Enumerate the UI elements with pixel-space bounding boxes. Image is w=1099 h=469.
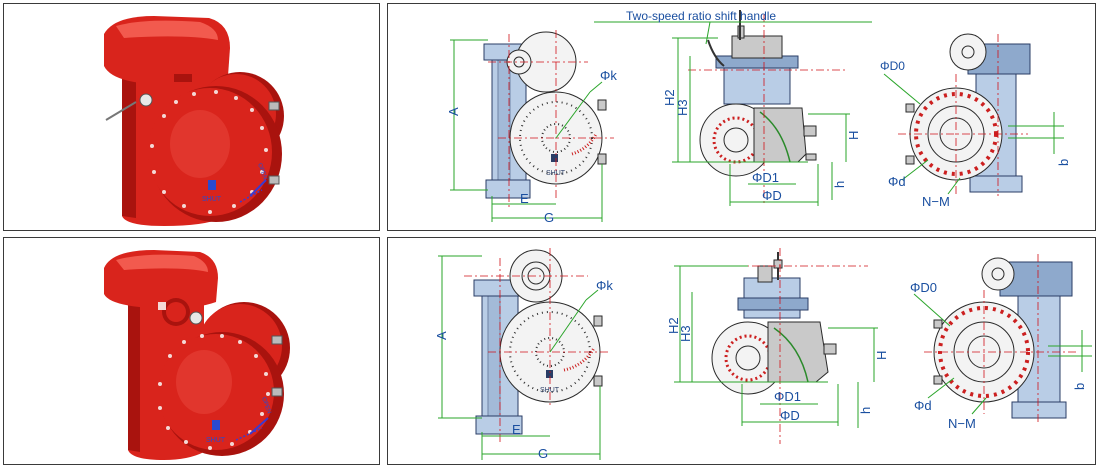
dimension-drawing-panel-top: A Φk E G SHUT bbox=[387, 3, 1096, 231]
disc-bolts bbox=[150, 90, 268, 214]
dim-phiD0-label: ΦD0 bbox=[910, 280, 937, 295]
front-view-top: A Φk E G SHUT bbox=[446, 30, 617, 225]
dim-G-label: G bbox=[544, 210, 554, 225]
dim-b-label: b bbox=[1056, 159, 1071, 166]
dim-h-label: h bbox=[858, 407, 873, 414]
dimension-drawing-top: A Φk E G SHUT bbox=[446, 9, 1071, 225]
dimension-drawing-panel-bottom: A Φk E G SHUT bbox=[387, 237, 1096, 465]
dim-E-label: E bbox=[520, 191, 529, 206]
dim-phiD1-label: ΦD1 bbox=[774, 389, 801, 404]
dim-H3-label: H3 bbox=[675, 99, 690, 116]
dim-H2-label: H2 bbox=[666, 317, 681, 334]
dim-A-label: A bbox=[446, 107, 461, 116]
dim-phiD0-label: ΦD0 bbox=[880, 59, 905, 73]
actuator-photo-panel-bottom: SHUT OPEN bbox=[3, 237, 380, 465]
dim-phiD-label: ΦD bbox=[762, 188, 782, 203]
actuator-photo-panel-top: SHUT OPEN bbox=[3, 3, 380, 231]
dim-h-label: h bbox=[832, 181, 847, 188]
front-view-bottom: A Φk E G SHUT bbox=[434, 248, 613, 461]
dim-phik-label: Φk bbox=[596, 278, 613, 293]
side-view-bottom: H2 H3 H h ΦD1 ΦD bbox=[666, 248, 889, 444]
dim-phik-label: Φk bbox=[600, 68, 617, 83]
dim-H-label: H bbox=[846, 131, 861, 140]
dimension-drawing-bottom: A Φk E G SHUT bbox=[434, 248, 1092, 461]
dim-G-label: G bbox=[538, 446, 548, 461]
top-view-top: ΦD0 Φd N−M b bbox=[880, 33, 1071, 209]
dim-E-label: E bbox=[512, 422, 521, 437]
dim-NM-label: N−M bbox=[948, 416, 976, 431]
shut-marking: SHUT bbox=[202, 196, 222, 203]
side-view-top: Two-speed ratio shift handle H2 H3 H h Φ… bbox=[594, 9, 872, 206]
dim-H-label: H bbox=[874, 351, 889, 360]
actuator-render-top: SHUT OPEN bbox=[104, 16, 284, 226]
position-indicator bbox=[208, 180, 216, 190]
shift-handle-callout: Two-speed ratio shift handle bbox=[626, 9, 776, 23]
dim-b-label: b bbox=[1072, 383, 1087, 390]
dim-A-label: A bbox=[434, 331, 449, 340]
top-view-bottom: ΦD0 Φd N−M b bbox=[910, 254, 1092, 431]
drawing-shut-marking: SHUT bbox=[546, 170, 566, 177]
dim-phiD1-label: ΦD1 bbox=[752, 170, 779, 185]
dim-NM-label: N−M bbox=[922, 194, 950, 209]
dim-phid-label: Φd bbox=[888, 174, 906, 189]
open-marking: OPEN bbox=[260, 397, 271, 415]
actuator-render-bottom: SHUT OPEN bbox=[104, 250, 290, 460]
dim-phiD-label: ΦD bbox=[780, 408, 800, 423]
drawing-shut-marking: SHUT bbox=[540, 387, 560, 394]
shut-marking: SHUT bbox=[206, 437, 226, 444]
dim-H3-label: H3 bbox=[678, 325, 693, 342]
dim-H2-label: H2 bbox=[662, 89, 677, 106]
open-marking: OPEN bbox=[256, 163, 267, 181]
dim-phid-label: Φd bbox=[914, 398, 932, 413]
